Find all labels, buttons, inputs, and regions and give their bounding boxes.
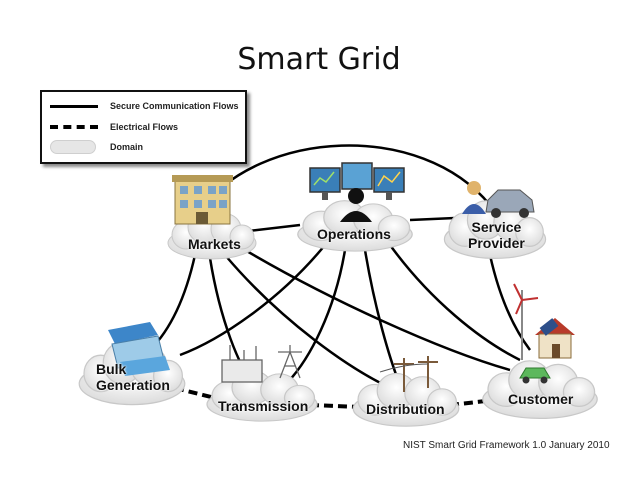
- flow-operations-bulk: [179, 244, 326, 357]
- legend-item-secure: Secure Communication Flows: [50, 98, 239, 114]
- cloud-icon: [50, 140, 96, 154]
- solid-line-icon: [50, 104, 98, 108]
- node-label-distribution: Distribution: [366, 401, 445, 417]
- building-icon: [172, 175, 233, 225]
- legend-label-secure: Secure Communication Flows: [110, 101, 239, 111]
- flow-markets-customer: [244, 248, 511, 372]
- node-label-bulk-line1: Bulk: [96, 361, 127, 377]
- legend-label-domain: Domain: [110, 142, 144, 152]
- dashed-line-icon: [50, 125, 98, 129]
- node-label-operations: Operations: [317, 226, 391, 242]
- node-label-service-provider: Service Provider: [468, 219, 525, 251]
- node-label-markets: Markets: [188, 236, 241, 252]
- node-label-transmission: Transmission: [218, 398, 309, 414]
- dam-icon: [108, 322, 170, 376]
- node-label-bulk-generation: Bulk Generation: [96, 361, 170, 393]
- node-label-bulk-line2: Generation: [96, 377, 170, 393]
- legend: Secure Communication Flows Electrical Fl…: [40, 90, 247, 164]
- operator-monitors-icon: [309, 162, 405, 222]
- cloud-distribution: [352, 372, 460, 427]
- flow-service-provider-customer: [488, 254, 532, 351]
- customer-home-icon: [513, 283, 575, 384]
- service-provider-icon: [462, 181, 535, 218]
- node-label-customer: Customer: [508, 391, 574, 407]
- source-credit: NIST Smart Grid Framework 1.0 January 20…: [403, 440, 610, 451]
- node-label-service-line2: Provider: [468, 235, 525, 251]
- substation-icon: [221, 345, 302, 383]
- electric-transmission-distribution: [309, 403, 361, 409]
- legend-item-domain: Domain: [50, 139, 143, 155]
- utility-pole-icon: [379, 356, 438, 392]
- flow-markets-distribution: [224, 254, 396, 392]
- page-title: Smart Grid: [237, 42, 401, 77]
- node-label-service-line1: Service: [471, 219, 522, 235]
- flow-operations-service-provider: [409, 216, 456, 222]
- flow-operations-transmission: [284, 249, 347, 386]
- legend-item-electrical: Electrical Flows: [50, 119, 178, 135]
- legend-label-electrical: Electrical Flows: [110, 122, 179, 132]
- flow-operations-customer: [388, 244, 521, 362]
